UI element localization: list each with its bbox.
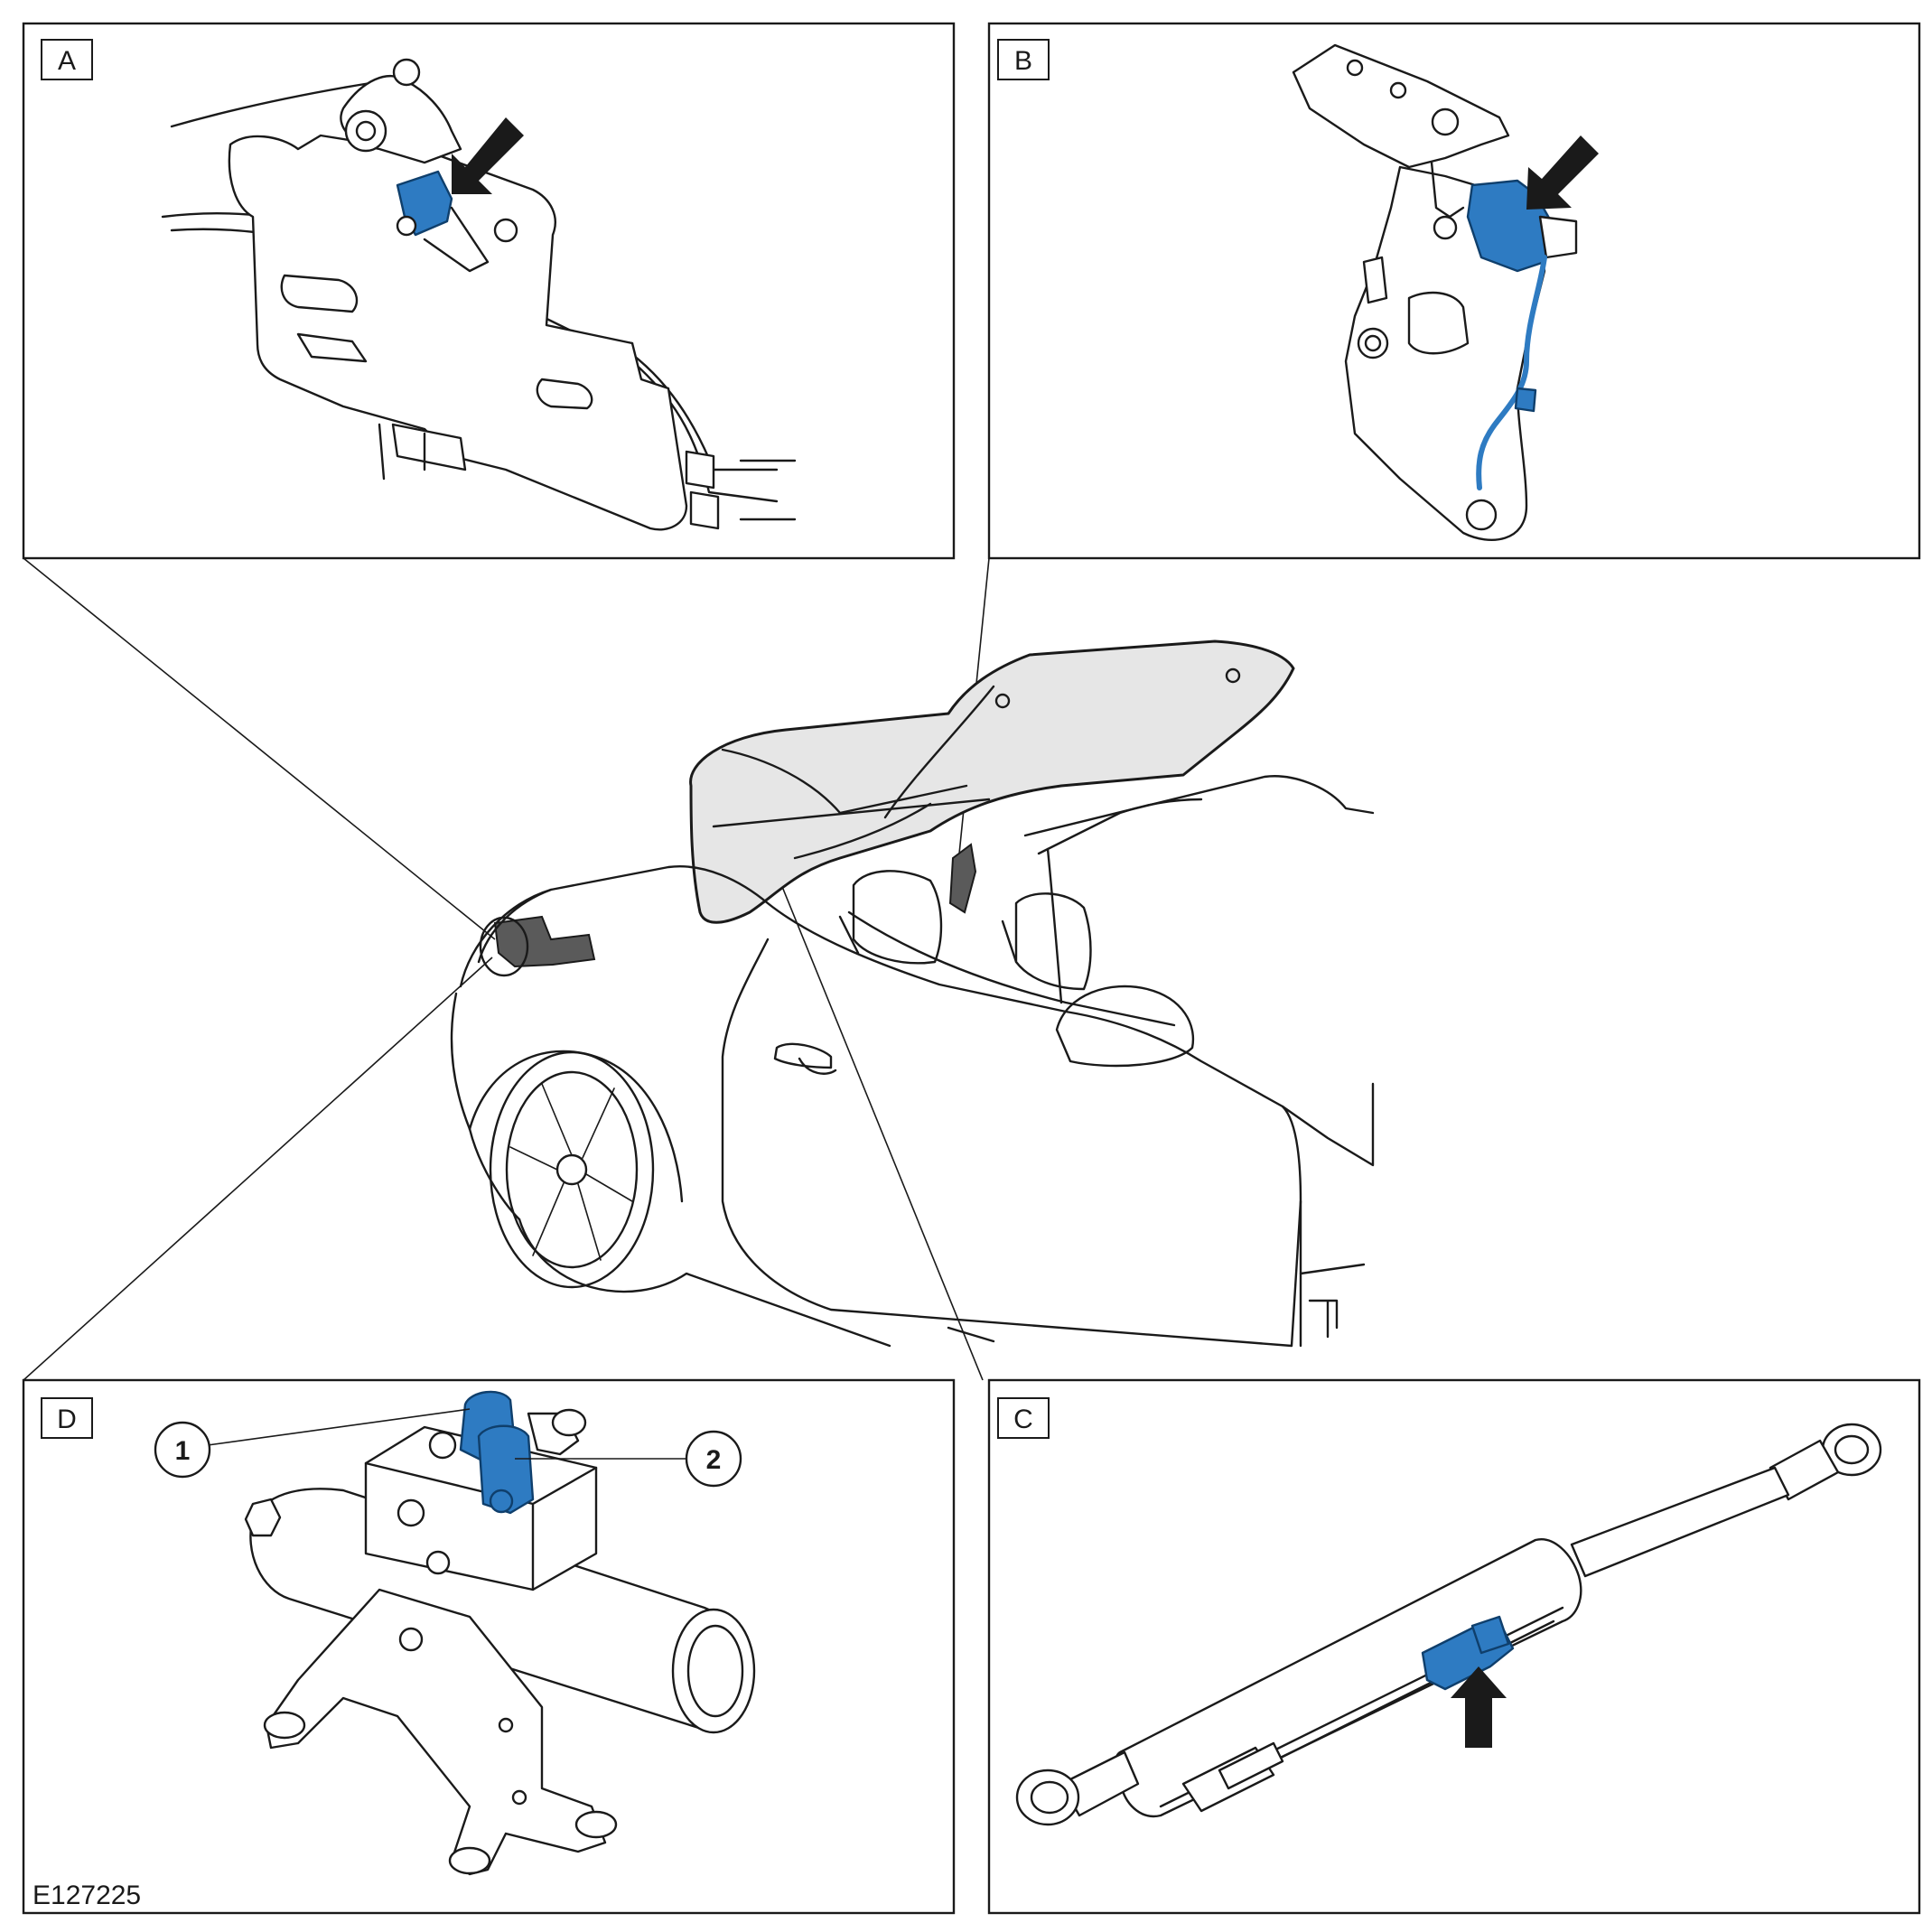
- callout-2-number: 2: [706, 1445, 722, 1475]
- panel-b-label: B: [1014, 46, 1032, 76]
- leader-lines: [23, 557, 990, 1381]
- panel-a: A: [22, 22, 956, 560]
- callout-1-number: 1: [175, 1436, 191, 1466]
- leader-line-d: [23, 957, 493, 1381]
- leader-line-c: [762, 839, 984, 1381]
- panel-c: C: [987, 1378, 1921, 1915]
- folding-roof: [689, 639, 1295, 924]
- panel-b-label-box: [997, 39, 1050, 80]
- piston-rod: [1570, 1466, 1790, 1578]
- figure-reference: E127225: [33, 1881, 141, 1910]
- panel-d-label-box: [41, 1397, 93, 1439]
- solenoid-2: [477, 1424, 535, 1515]
- panel-c-label: C: [1013, 1405, 1033, 1434]
- callout-1-leader: [207, 1408, 471, 1446]
- panel-c-label-box: [997, 1397, 1050, 1439]
- arrow-b: [1526, 135, 1599, 210]
- callout-2-circle: [685, 1430, 742, 1488]
- panel-d-label: D: [57, 1405, 77, 1434]
- panel-b: B: [987, 22, 1921, 560]
- bracket: [228, 134, 688, 531]
- car-illustration: [450, 639, 1375, 1348]
- panel-d: 1 2 D E127225: [22, 1378, 956, 1915]
- hydraulic-unit-marker: [493, 915, 596, 968]
- arrow-c: [1451, 1666, 1507, 1748]
- panel-a-label: A: [58, 46, 76, 76]
- leader-line-a: [23, 557, 496, 940]
- bracket-top: [1292, 43, 1510, 169]
- panel-a-label-box: [41, 39, 93, 80]
- roof-mechanism: [948, 843, 977, 914]
- callout-1-circle: [154, 1421, 211, 1479]
- arrow-a: [452, 117, 524, 194]
- valve-block: [364, 1425, 598, 1591]
